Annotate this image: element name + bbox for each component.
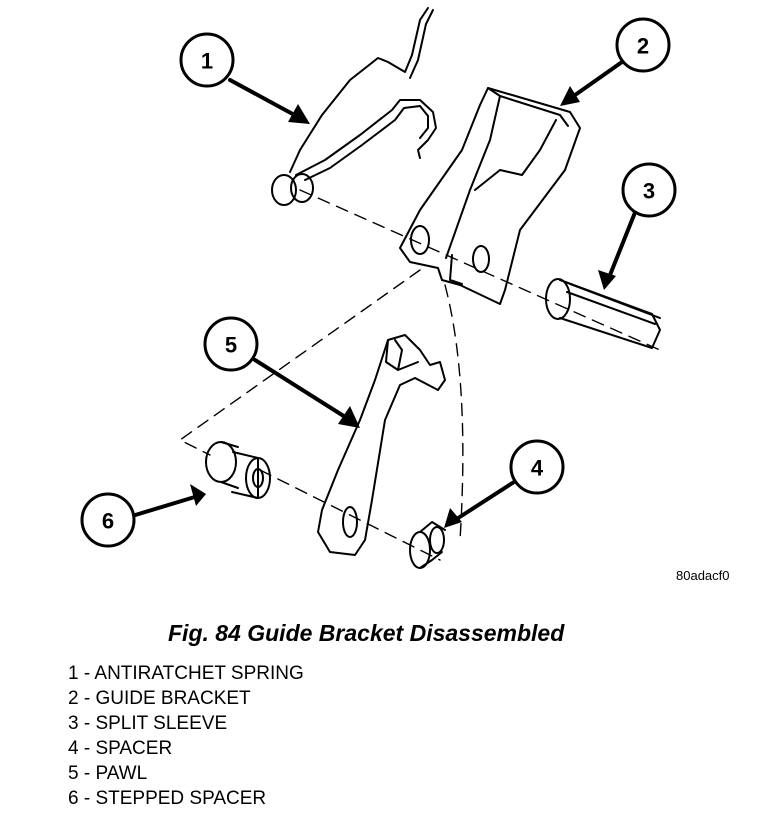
callout-2-label: 2 bbox=[637, 34, 649, 59]
figure-code: 80adacf0 bbox=[676, 568, 730, 583]
callout-arrowheads bbox=[190, 86, 616, 528]
legend-item: 6 - STEPPED SPACER bbox=[68, 788, 267, 809]
stepped-spacer-part bbox=[205, 441, 271, 499]
callout-1-label: 1 bbox=[201, 49, 213, 74]
exploded-diagram: 1 2 3 4 5 6 bbox=[80, 7, 677, 569]
legend-item: 2 - GUIDE BRACKET bbox=[68, 688, 251, 709]
callout-3-label: 3 bbox=[643, 179, 655, 204]
legend-item: 5 - PAWL bbox=[68, 763, 148, 784]
legend-item: 3 - SPLIT SLEEVE bbox=[68, 713, 228, 734]
legend-item: 1 - ANTIRATCHET SPRING bbox=[68, 663, 304, 684]
callout-5-label: 5 bbox=[225, 333, 237, 358]
callout-leaders bbox=[130, 60, 638, 524]
assembly-lines bbox=[179, 189, 661, 561]
callout-circles bbox=[80, 17, 677, 548]
figure-caption: Fig. 84 Guide Bracket Disassembled bbox=[168, 620, 565, 646]
antiratchet-spring-part bbox=[271, 7, 437, 206]
guide-bracket-part bbox=[399, 87, 581, 305]
callout-4-label: 4 bbox=[531, 456, 544, 481]
callout-6-label: 6 bbox=[102, 509, 114, 534]
spacer-part bbox=[409, 521, 446, 569]
split-sleeve-part bbox=[545, 278, 661, 349]
pawl-part bbox=[317, 334, 446, 556]
parts-legend: 1 - ANTIRATCHET SPRING 2 - GUIDE BRACKET… bbox=[68, 661, 304, 811]
legend-item: 4 - SPACER bbox=[68, 738, 173, 759]
